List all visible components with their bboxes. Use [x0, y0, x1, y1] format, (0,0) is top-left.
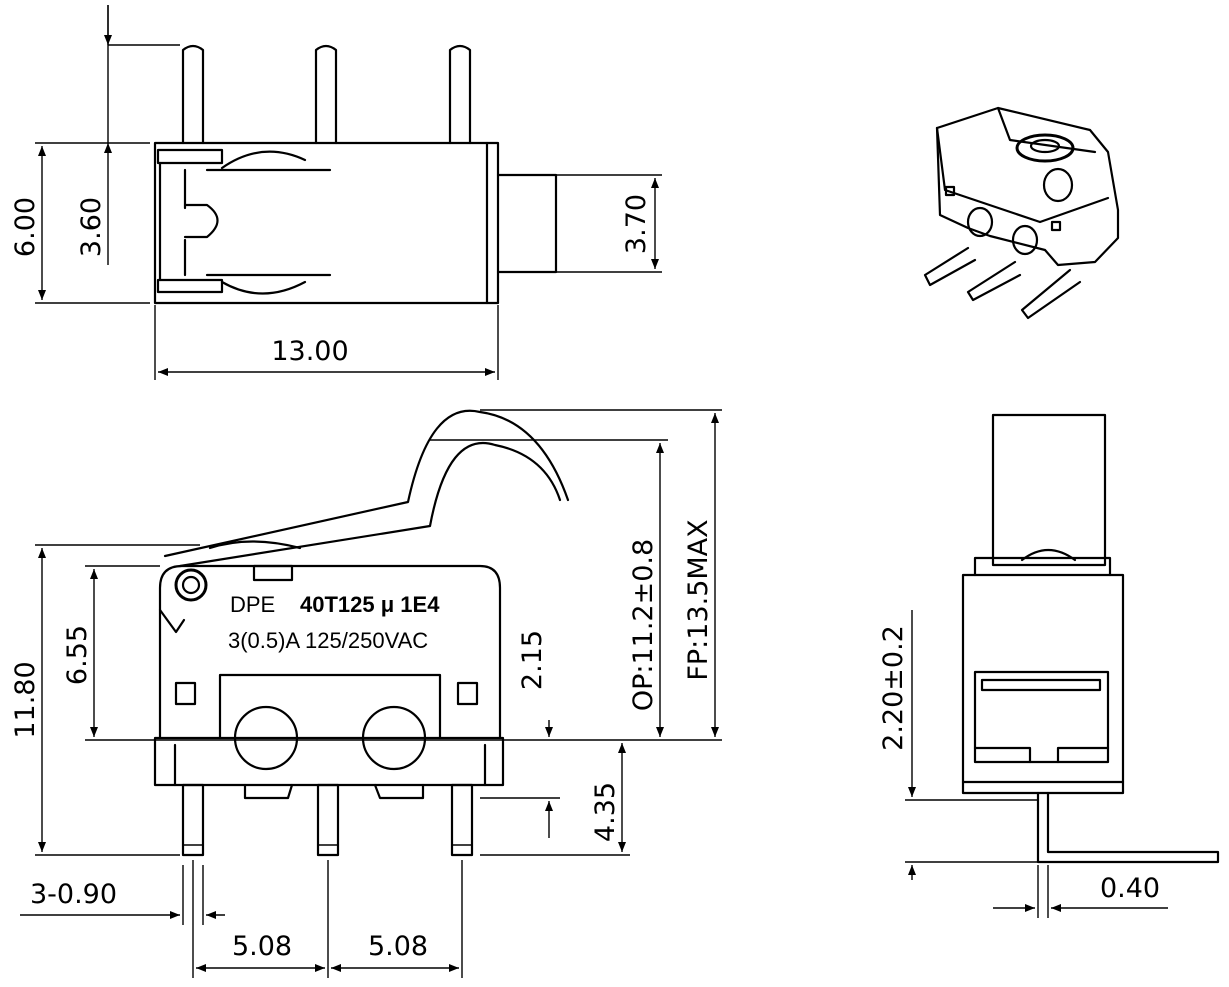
side-base: [153, 736, 505, 787]
svg-text:DPE: DPE: [230, 592, 275, 617]
dim-end-pin-height: 2.20±0.2: [878, 625, 909, 751]
top-body-outline: [153, 141, 500, 305]
dim-pin-extent: 3.60: [76, 197, 107, 257]
dim-actuator-width: 3.70: [621, 194, 652, 254]
dim-total-height: 11.80: [10, 661, 41, 738]
end-view: 2.20±0.2 0.40: [878, 413, 1220, 918]
side-pin-3: [450, 783, 474, 857]
dim-end-pin-thickness: 0.40: [1100, 873, 1160, 904]
dim-pitch-1: 5.08: [232, 931, 292, 962]
end-actuator: [991, 413, 1107, 567]
iso-view: [923, 106, 1120, 320]
side-pin-2: [316, 783, 340, 857]
dim-body-height: 6.55: [62, 625, 93, 685]
marking-brand: DPE: [230, 592, 275, 617]
dim-operating-position: OP:11.2±0.8: [628, 539, 659, 711]
side-body-outline: [158, 564, 502, 740]
dim-pin-offset: 2.15: [517, 630, 548, 690]
top-view: 6.00 3.60 3.70 13.00: [10, 5, 662, 380]
top-pin-3: [448, 44, 472, 145]
top-actuator: [496, 173, 558, 274]
dim-height-6: 6.00: [10, 197, 41, 257]
end-pin: [1036, 791, 1220, 864]
marking-rating: 3(0.5)A 125/250VAC: [228, 628, 428, 653]
top-pin-1: [181, 44, 205, 145]
dim-pitch-2: 5.08: [368, 931, 428, 962]
dim-free-position: FP:13.5MAX: [683, 519, 714, 680]
end-body-outline: [961, 573, 1125, 795]
dim-pin-width: 3-0.90: [30, 879, 117, 910]
side-pin-1: [181, 783, 205, 857]
side-view: DPE 40T125 μ 1E4 3(0.5)A 125/250VAC 11.8…: [10, 409, 722, 978]
top-pin-2: [314, 44, 338, 145]
dim-length: 13.00: [271, 336, 348, 367]
dim-pin-length: 4.35: [590, 782, 621, 842]
marking-model: 40T125 μ 1E4: [300, 592, 440, 617]
